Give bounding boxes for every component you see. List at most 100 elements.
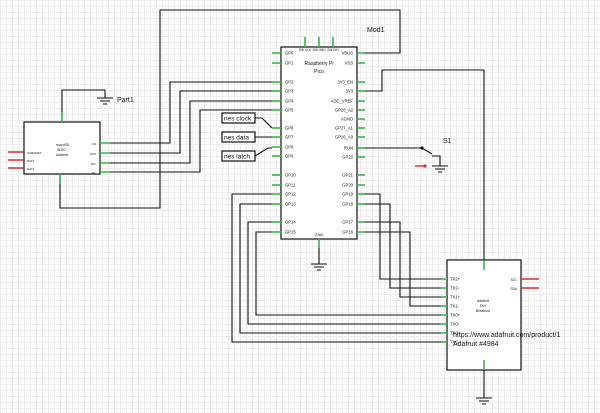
pico-pin-gp27-a1-label: GP27_A1	[335, 125, 354, 130]
pico-pin-gp15-label: GP15	[285, 229, 296, 234]
wire-sd-do	[100, 100, 272, 164]
pico-pin-gp20-label: GP20	[342, 182, 353, 187]
wire-sd-cs	[100, 81, 272, 144]
pico-pin-gp9-label: GP9	[285, 153, 294, 158]
pico-pin-gp21-label: GP21	[342, 172, 353, 177]
ground-icon	[97, 97, 113, 105]
pico-pin-vss-label: VSS	[345, 60, 354, 65]
dvi-pin-6-label: TXC+	[450, 330, 461, 335]
pico-pin-gp13-label: GP13	[285, 201, 296, 206]
wire-switch-gnd	[432, 155, 441, 166]
sd-right-pin-label: CS	[92, 142, 96, 146]
pico-title-1: Raspberry Pi	[305, 61, 334, 67]
pico-pin-gp1-label: GP1	[285, 60, 294, 65]
pico-gnd-label: GND	[315, 232, 324, 237]
wire-gp17	[365, 221, 444, 298]
pico-pin-gp6-label: GP6	[285, 125, 294, 130]
nes-latch-label-box	[221, 150, 256, 162]
sd-body	[23, 121, 101, 175]
ground-icon	[432, 165, 448, 173]
ground-part1	[97, 97, 113, 105]
pico-pin-gp8-label: GP8	[285, 144, 294, 149]
pico-pin-gp28-a2-label: GP28_A2	[335, 107, 354, 112]
pico-pin-agnd-label: AGND	[341, 116, 353, 121]
pico-top-pins	[304, 37, 334, 47]
nes-clock-label-box	[221, 112, 256, 124]
pico-pin-gp0-label: GP0	[285, 50, 294, 55]
sd-right-pin-label: SCK	[90, 152, 96, 156]
dvi-pin-0-label: TX2+	[450, 276, 461, 281]
pico-pin-adc-vref-label: ADC_VREF	[331, 98, 354, 103]
sd-pin-right	[100, 142, 110, 173]
pico-right-pins: VBUSVSS3V3_EN3V3ADC_VREFGP28_A2AGNDGP27_…	[331, 50, 365, 234]
wire-vbus	[59, 9, 401, 209]
pico-ref: Mod1	[367, 27, 385, 34]
pico-title-2: Pico	[314, 69, 324, 75]
dvi-body	[446, 259, 522, 371]
wire-sd-gnd	[61, 89, 106, 122]
pico-pin-gp18-label: GP18	[342, 201, 353, 206]
microsd-breakout: Part1 microSD SDIO Adafruit CARDDET DAT1…	[8, 97, 134, 184]
sd-title-1: microSD	[56, 143, 70, 147]
pico-pin-3v3-en-label: 3V3_EN	[337, 79, 353, 84]
pico-pin-gp26-a0-label: GP26_A0	[335, 134, 354, 139]
pico-top-pin-label: SW CLK	[299, 48, 312, 52]
pico-pin-gp22-label: GP22	[342, 154, 353, 159]
pico-pin-gp16-label: GP16	[342, 229, 353, 234]
raspberry-pi-pico: Mod1 Raspberry Pi Pico SW CLK SW GND SW …	[272, 27, 385, 248]
pico-pin-gp5-label: GP5	[285, 107, 294, 112]
nes-latch-label: nes latch	[224, 154, 250, 161]
pico-pin-gp19-label: GP19	[342, 191, 353, 196]
pico-pin-gp17-label: GP17	[342, 219, 353, 224]
nes-data-label-box	[221, 131, 256, 143]
dvi-right-pin-label: SDA	[510, 287, 517, 291]
wire-gp14	[247, 221, 444, 325]
wire-sd-di	[100, 109, 272, 173]
wire-gp12	[231, 193, 444, 343]
dvi-title-3: Breakout	[476, 309, 490, 313]
wires	[59, 9, 485, 398]
dvi-pin-2-label: TX1+	[450, 294, 461, 299]
wire-gp15	[255, 231, 444, 316]
nes-data-label: nes data	[224, 135, 249, 142]
pico-pin-gp3-label: GP3	[285, 88, 294, 93]
dvi-pin-4-label: TX0+	[450, 312, 461, 317]
dvi-left-pins: TX2+TX2-TX1+TX1-TX0+TX0-TXC+TXC-	[441, 276, 461, 344]
switch-contact	[418, 147, 436, 157]
dvi-url: https://www.adafruit.com/product/1	[453, 332, 560, 339]
ground-dvi	[476, 397, 492, 405]
pico-pin-run-label: RUN	[344, 145, 353, 150]
dvi-right-pins	[521, 278, 539, 289]
wire-gp18	[365, 203, 444, 289]
sd-ref: Part1	[117, 97, 134, 104]
wire-3v3	[365, 69, 485, 260]
sd-left-pin-label: CARDDET	[27, 151, 42, 155]
nes-clock-label: nes clock	[224, 116, 252, 123]
pico-pin-gp10-label: GP10	[285, 172, 296, 177]
pico-left-pins: GP0GP1GP2GP3GP4GP5GP6GP7GP8GP9GP10GP11GP…	[272, 50, 296, 234]
pico-pin-3v3-label: 3V3	[346, 88, 354, 93]
pico-pin-gp14-label: GP14	[285, 219, 296, 224]
dvi-pin-5-label: TX0-	[450, 321, 460, 326]
pico-top-pin-label: SW GND	[312, 48, 326, 52]
pico-pin-gp4-label: GP4	[285, 98, 294, 103]
wire-gp16	[365, 231, 444, 307]
wire-gp19	[365, 193, 444, 280]
ground-icon	[311, 263, 327, 271]
dvi-pin-7-label: TXC-	[450, 339, 460, 344]
pico-pin-gp12-label: GP12	[285, 191, 296, 196]
wire-nes-latch	[254, 147, 272, 157]
sd-left-pin-label: DAT1	[27, 167, 35, 171]
sd-pin-left	[8, 151, 24, 169]
wire-sd-sck	[100, 90, 272, 154]
wire-nes-clock	[255, 117, 273, 129]
dvi-right-pin-label: SCL	[511, 278, 517, 282]
wire-gp13	[239, 203, 444, 334]
dvi-product: Adafruit #4984	[453, 341, 499, 348]
dvi-title-1: Adafruit	[477, 299, 489, 303]
sd-title-2: SDIO	[57, 148, 66, 152]
dvi-title-2: DVI	[480, 304, 486, 308]
sd-right-pin-label: DI	[92, 171, 95, 175]
ground-switch	[432, 165, 448, 173]
ground-icon	[476, 397, 492, 405]
